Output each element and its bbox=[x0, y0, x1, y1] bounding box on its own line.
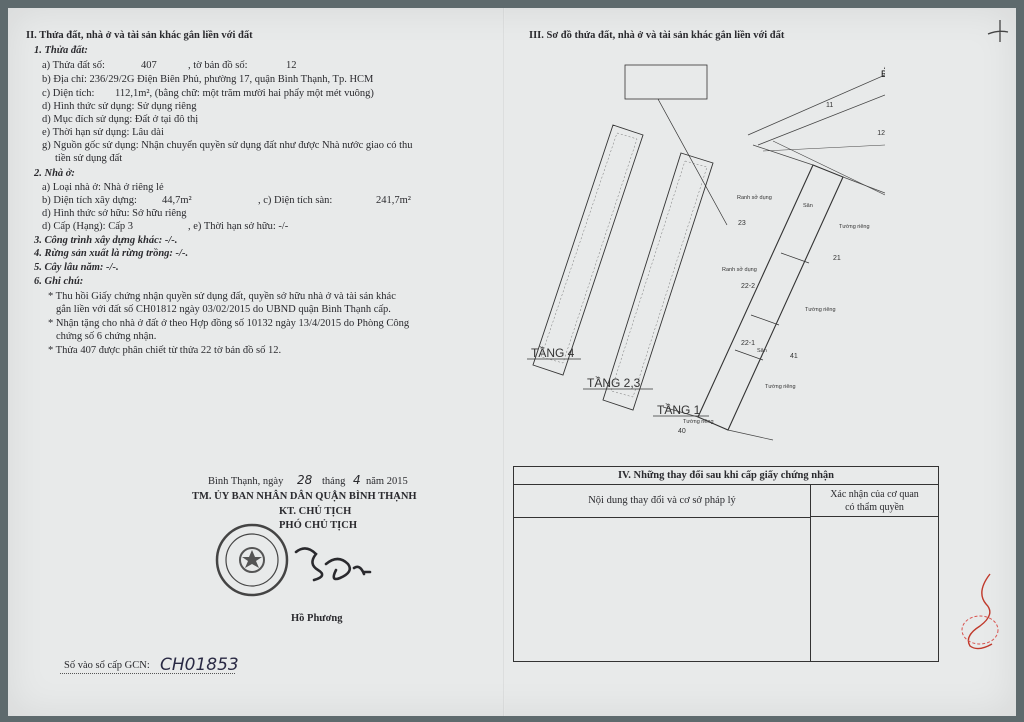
certificate-sheet bbox=[8, 8, 1016, 716]
site-plan: B TẦNG 4 TẦNG 2,3 TẦNG 1 11 12 23 21 22-… bbox=[527, 64, 885, 441]
map-label: , tờ bản đồ số: bbox=[188, 60, 248, 71]
origin-line-1: g) Nguồn gốc sử dụng: Nhận chuyển quyền … bbox=[42, 140, 413, 151]
annot-wall-3: Tường riêng bbox=[765, 384, 796, 390]
section-iii-title: III. Sơ đồ thửa đất, nhà ở và tài sản kh… bbox=[529, 30, 785, 41]
page-fold bbox=[503, 8, 505, 716]
parcel-no: 407 bbox=[141, 60, 157, 71]
changes-col-confirm-line2: có thẩm quyền bbox=[845, 502, 904, 513]
note-line-4: chứng số 6 chứng nhận. bbox=[56, 331, 157, 342]
area-value: 112,1m², (bằng chữ: một trăm mười hai ph… bbox=[115, 88, 374, 99]
floor-label-4: TẦNG 4 bbox=[531, 345, 575, 360]
annot-boundary-2: Ranh sở dụng bbox=[722, 266, 757, 273]
date-year: năm 2015 bbox=[366, 476, 408, 487]
house-heading: 2. Nhà ở: bbox=[34, 168, 75, 179]
changes-title: IV. Những thay đổi sau khi cấp giấy chứn… bbox=[514, 467, 938, 485]
changes-table: IV. Những thay đổi sau khi cấp giấy chứn… bbox=[513, 466, 939, 662]
floor-label-2-3: TẦNG 2,3 bbox=[587, 375, 641, 390]
parcel-22-1: 22-1 bbox=[741, 340, 755, 347]
north-label: B bbox=[881, 69, 885, 79]
parcel-12: 12 bbox=[877, 130, 885, 137]
vice-title: PHÓ CHỦ TỊCH bbox=[279, 520, 357, 531]
changes-divider bbox=[810, 517, 811, 661]
annot-yard-2: Sân bbox=[757, 348, 767, 354]
note-line-2: gắn liền với đất số CH01812 ngày 03/02/2… bbox=[56, 304, 391, 315]
grade: d) Cấp (Hạng): Cấp 3 bbox=[42, 221, 133, 232]
note-line-1: * Thu hồi Giấy chứng nhận quyền sử dụng … bbox=[48, 291, 396, 302]
red-stamp-mark bbox=[961, 573, 999, 650]
parcel-21: 21 bbox=[833, 255, 841, 262]
land-heading: 1. Thửa đất: bbox=[34, 45, 88, 56]
note-line-5: * Thửa 407 được phân chiết từ thửa 22 tờ… bbox=[48, 345, 282, 356]
annot-wall-2: Tường riêng bbox=[805, 307, 836, 313]
usage-term: e) Thời hạn sử dụng: Lâu dài bbox=[42, 127, 164, 138]
build-area: 44,7m² bbox=[162, 195, 192, 206]
org-name: TM. ỦY BAN NHÂN DÂN QUẬN BÌNH THẠNH bbox=[192, 491, 417, 502]
parcel-label: a) Thửa đất số: bbox=[42, 60, 105, 71]
date-month: 4 bbox=[353, 473, 361, 487]
item-4: 4. Rừng sản xuất là rừng trồng: -/-. bbox=[34, 248, 189, 259]
signer-name: Hồ Phương bbox=[291, 613, 343, 624]
reg-label: Số vào sổ cấp GCN: bbox=[64, 660, 150, 671]
date-day: 28 bbox=[297, 473, 313, 487]
build-area-label: b) Diện tích xây dựng: bbox=[42, 195, 137, 206]
changes-col-confirm: Xác nhận của cơ quan có thẩm quyền bbox=[811, 485, 938, 517]
usage-purpose: d) Mục đích sử dụng: Đất ở tại đô thị bbox=[42, 114, 199, 125]
annot-yard-1: Sân bbox=[803, 203, 813, 209]
parcel-23: 23 bbox=[738, 220, 746, 227]
area-label: c) Diện tích: bbox=[42, 88, 95, 99]
item-3: 3. Công trình xây dựng khác: -/-. bbox=[34, 235, 178, 246]
reg-underline bbox=[60, 673, 235, 674]
house-type: a) Loại nhà ở: Nhà ở riêng lẻ bbox=[42, 182, 164, 193]
ownership: d) Hình thức sở hữu: Sở hữu riêng bbox=[42, 208, 187, 219]
item-5: 5. Cây lâu năm: -/-. bbox=[34, 262, 119, 273]
parcel-40: 40 bbox=[678, 428, 686, 435]
reg-number: CH01853 bbox=[160, 655, 239, 675]
origin-line-2: tiền sử dụng đất bbox=[55, 153, 123, 164]
note-line-3: * Nhận tặng cho nhà ở đất ở theo Hợp đồn… bbox=[48, 318, 410, 329]
item-6: 6. Ghi chú: bbox=[34, 276, 84, 287]
section-ii-title: II. Thửa đất, nhà ở và tài sản khác gắn … bbox=[26, 30, 253, 41]
annot-boundary-1: Ranh sở dụng bbox=[737, 194, 772, 201]
date-month-label: tháng bbox=[322, 476, 346, 487]
address: b) Địa chỉ: 236/29/2G Điện Biên Phủ, phư… bbox=[42, 74, 374, 85]
date-place: Bình Thạnh, ngày bbox=[208, 476, 284, 487]
floor-area: 241,7m² bbox=[376, 195, 411, 206]
annot-wall-4: Tường riêng bbox=[683, 419, 714, 425]
parcel-11: 11 bbox=[826, 102, 833, 109]
parcel-22-2: 22-2 bbox=[741, 283, 755, 290]
ownership-term: , e) Thời hạn sở hữu: -/- bbox=[188, 221, 289, 232]
parcel-41: 41 bbox=[790, 353, 798, 360]
corner-pen-mark bbox=[987, 20, 1009, 42]
kt-title: KT. CHỦ TỊCH bbox=[279, 506, 352, 517]
floor-area-label: , c) Diện tích sàn: bbox=[258, 195, 333, 206]
official-seal bbox=[215, 523, 372, 597]
annot-wall-1: Tường riêng bbox=[839, 224, 870, 230]
changes-col-content: Nội dung thay đổi và cơ sở pháp lý bbox=[514, 485, 811, 518]
floor-label-1: TẦNG 1 bbox=[657, 402, 701, 417]
map-no: 12 bbox=[286, 60, 297, 71]
usage-form: d) Hình thức sử dụng: Sử dụng riêng bbox=[42, 101, 197, 112]
changes-col-confirm-line1: Xác nhận của cơ quan bbox=[830, 489, 919, 500]
